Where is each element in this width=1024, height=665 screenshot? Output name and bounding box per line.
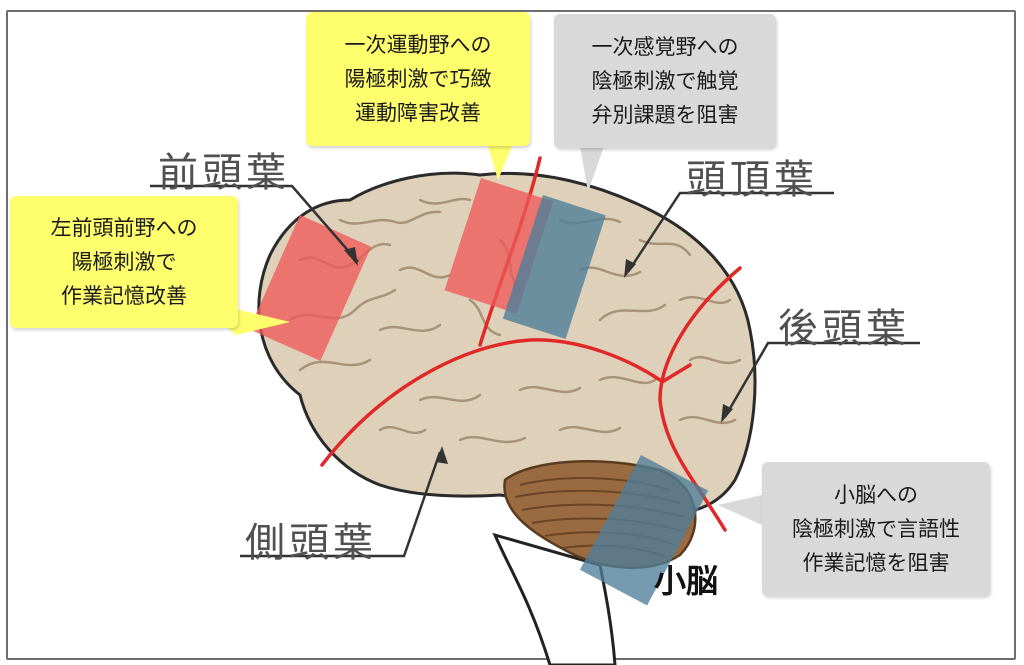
callout-prefrontal-line-2: 陽極刺激で: [71, 250, 177, 274]
occipital-lobe-label: 後頭葉: [778, 306, 910, 352]
callout-sensory: 一次感覚野への 陰極刺激で触覚 弁別課題を阻害: [554, 14, 776, 148]
callout-motor: 一次運動野への 陽極刺激で巧緻 運動障害改善: [306, 12, 530, 146]
callout-cerebellum-line-1: 小脳への: [834, 483, 918, 507]
cathodal-pad-sensory: [502, 195, 606, 340]
parietal-lobe-label: 頭頂葉: [686, 157, 818, 203]
callout-prefrontal: 左前頭前野への 陽極刺激で 作業記憶改善: [10, 196, 238, 328]
diagram-frame: [6, 10, 1016, 660]
callout-cerebellum-line-2: 陰極刺激で言語性: [792, 517, 960, 541]
callout-cerebellum: 小脳への 陰極刺激で言語性 作業記憶を阻害: [762, 462, 990, 596]
callout-prefrontal-line-3: 作業記憶改善: [61, 284, 187, 308]
callout-sensory-line-1: 一次感覚野への: [591, 35, 739, 59]
callout-prefrontal-line-1: 左前頭前野への: [50, 216, 198, 240]
label-leaders: [150, 184, 920, 558]
callout-sensory-line-3: 弁別課題を阻害: [591, 103, 739, 127]
callout-motor-line-1: 一次運動野への: [344, 33, 492, 57]
callout-motor-line-3: 運動障害改善: [355, 101, 481, 125]
callout-motor-line-2: 陽極刺激で巧緻: [344, 67, 492, 91]
stimulation-pads: [249, 178, 709, 606]
cathodal-pad-cerebellum: [579, 454, 709, 606]
callout-cerebellum-line-3: 作業記憶を阻害: [802, 551, 950, 575]
callout-sensory-line-2: 陰極刺激で触覚: [591, 69, 739, 93]
cerebellum-label: 小脳: [654, 562, 719, 600]
label-arrowheads: [344, 247, 733, 464]
frontal-lobe-label: 前頭葉: [158, 150, 290, 196]
lateral-sulcus: [320, 338, 662, 467]
temporal-lobe-label: 側頭葉: [245, 520, 377, 566]
